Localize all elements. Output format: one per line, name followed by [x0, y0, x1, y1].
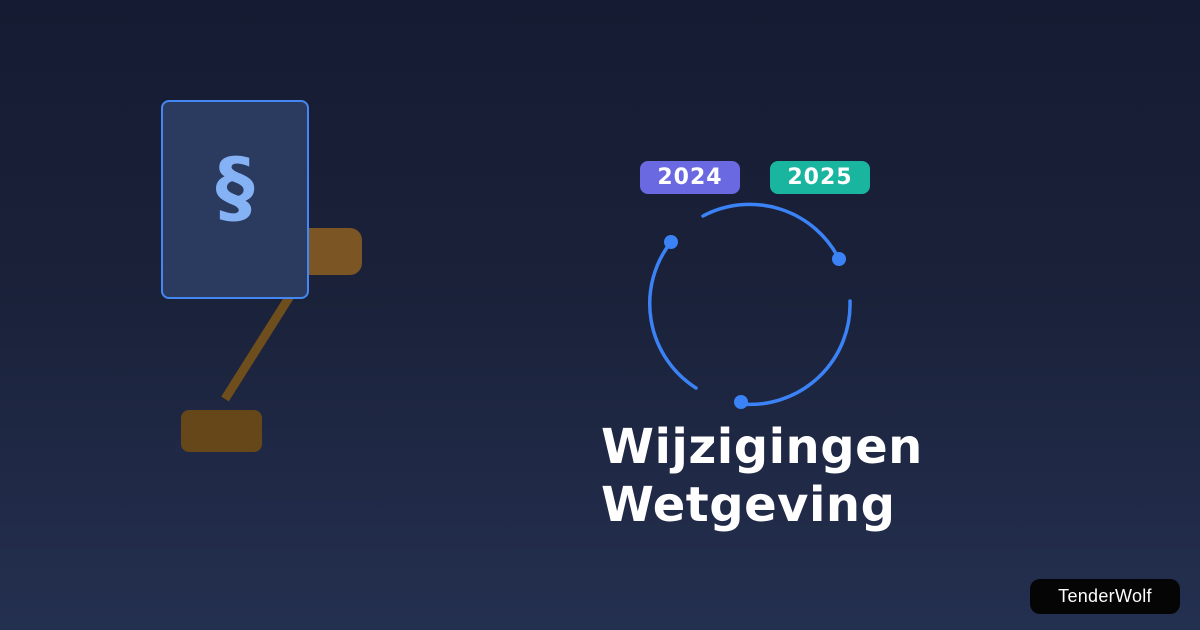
- year-badge-2025-label: 2025: [787, 165, 853, 190]
- cycle-arc-right: [739, 299, 852, 407]
- cycle-dot-left: [664, 235, 678, 249]
- brand-label: TenderWolf: [1058, 586, 1152, 606]
- cycle-arc-top: [701, 202, 841, 261]
- year-badge-2024-label: 2024: [657, 165, 723, 190]
- year-badge-2024: 2024: [640, 161, 740, 194]
- page-title-line2: Wetgeving: [601, 477, 896, 533]
- paragraph-symbol-icon: §: [215, 142, 255, 233]
- brand-badge: TenderWolf: [1030, 579, 1180, 614]
- cycle-dot-right: [832, 252, 846, 266]
- law-document: §: [161, 100, 309, 299]
- cycle-arc-left: [648, 240, 698, 390]
- page-title-line1: Wijzigingen: [601, 419, 923, 475]
- year-badge-2025: 2025: [770, 161, 870, 194]
- gavel-head: [308, 228, 362, 275]
- page-title: Wijzigingen Wetgeving: [601, 418, 923, 534]
- cycle-dot-bottom: [734, 395, 748, 409]
- gavel-base: [181, 410, 262, 452]
